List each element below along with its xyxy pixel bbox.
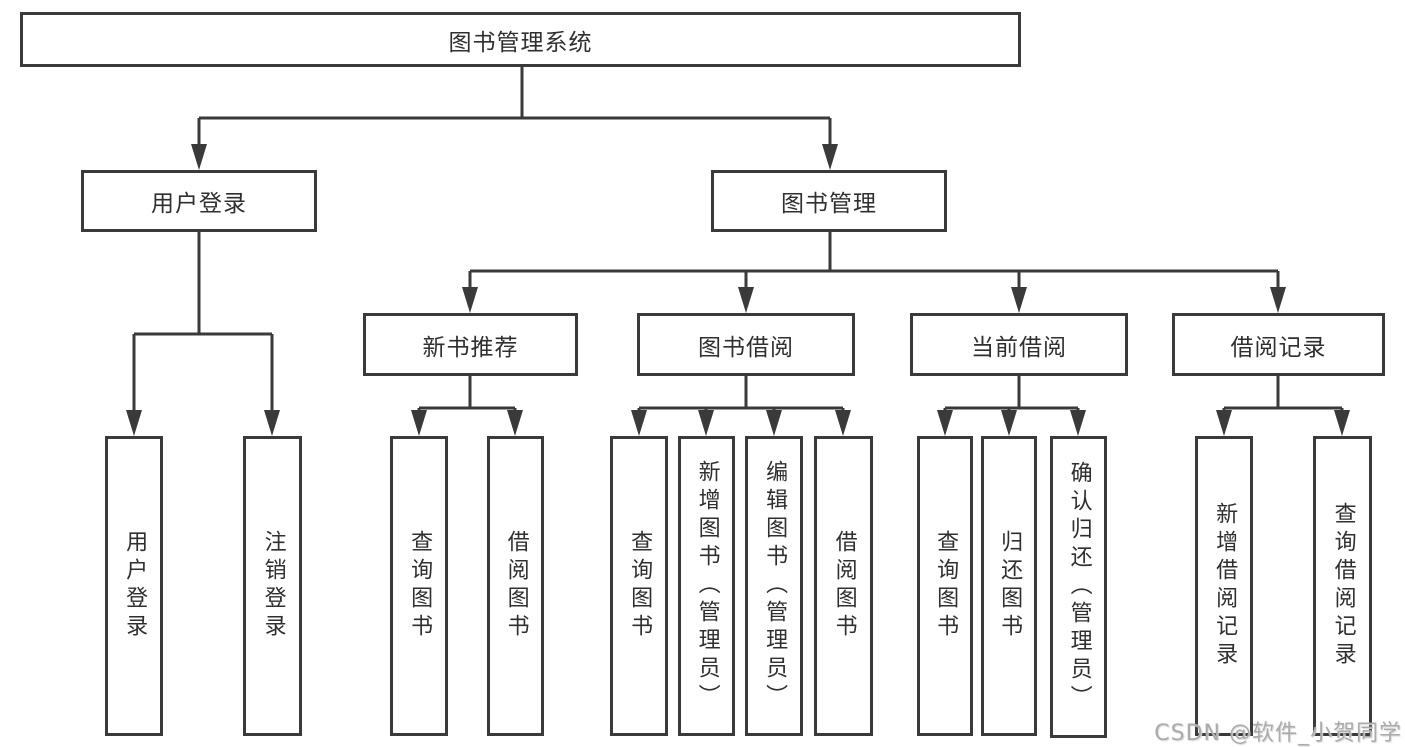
leaf-rec-query-book: 查询图书 — [390, 436, 448, 736]
arrowhead-b2 — [507, 410, 523, 436]
arrowhead-c3 — [766, 410, 782, 436]
node-borrow-record-label: 借阅记录 — [1230, 334, 1327, 361]
leaf-query-borrow-record-label: 查询借阅记录 — [1330, 502, 1356, 670]
arrowhead-c1 — [631, 410, 647, 436]
node-new-book-rec: 新书推荐 — [363, 313, 578, 376]
leaf-borrow-book-label: 借阅图书 — [831, 530, 857, 642]
leaf-confirm-return-admin-label: 确认归还（管理员） — [1066, 461, 1092, 713]
leaf-return-book-label: 归还图书 — [997, 530, 1023, 642]
node-new-book-rec-label: 新书推荐 — [422, 334, 519, 361]
leaf-borrow-query-book-label: 查询图书 — [627, 530, 653, 642]
leaf-borrow-book: 借阅图书 — [814, 436, 873, 736]
leaf-query-borrow-record: 查询借阅记录 — [1313, 436, 1372, 736]
arrowhead-book-borrow — [738, 287, 754, 313]
arrowhead-c4 — [835, 410, 851, 436]
node-user-login-label: 用户登录 — [151, 191, 247, 217]
arrowhead-book-mgmt — [822, 144, 838, 170]
leaf-add-borrow-record: 新增借阅记录 — [1195, 436, 1253, 736]
arrowhead-d1 — [937, 410, 953, 436]
node-root-system: 图书管理系统 — [20, 12, 1021, 67]
arrowhead-b1 — [411, 410, 427, 436]
connector-root-to-level2 — [191, 67, 838, 170]
arrowhead-current-borrow — [1011, 287, 1027, 313]
node-root-label: 图书管理系统 — [448, 29, 593, 56]
arrowhead-c2 — [698, 410, 714, 436]
leaf-rec-borrow-book: 借阅图书 — [487, 436, 544, 736]
leaf-rec-query-book-label: 查询图书 — [407, 530, 433, 642]
node-book-mgmt-label: 图书管理 — [781, 191, 877, 217]
arrowhead-new-book-rec — [462, 287, 478, 313]
arrowhead-borrow-record — [1270, 287, 1286, 313]
node-borrow-record: 借阅记录 — [1172, 313, 1385, 376]
csdn-watermark: CSDN @软件_小贺同学 — [1154, 721, 1402, 746]
node-book-borrow-label: 图书借阅 — [698, 334, 794, 361]
connector-userlogin-to-children — [126, 232, 280, 436]
leaf-rec-borrow-book-label: 借阅图书 — [503, 530, 529, 642]
leaf-add-book-admin-label: 新增图书（管理员） — [694, 460, 720, 712]
connector-bookborrow-to-children — [631, 376, 851, 436]
leaf-confirm-return-admin: 确认归还（管理员） — [1050, 436, 1107, 738]
leaf-current-query-book-label: 查询图书 — [933, 530, 959, 642]
leaf-borrow-query-book: 查询图书 — [610, 436, 668, 736]
connector-borrowrecord-to-children — [1216, 376, 1350, 436]
node-current-borrow-label: 当前借阅 — [971, 334, 1067, 361]
node-book-borrow: 图书借阅 — [637, 313, 855, 376]
connector-currentborrow-to-children — [937, 376, 1086, 436]
leaf-add-borrow-record-label: 新增借阅记录 — [1212, 502, 1238, 670]
node-user-login: 用户登录 — [81, 170, 317, 232]
connector-newbookrec-to-children — [411, 376, 523, 436]
arrowhead-e2 — [1334, 410, 1350, 436]
arrowhead-leaf-logout — [264, 410, 280, 436]
leaf-logout: 注销登录 — [243, 436, 302, 736]
leaf-edit-book-admin: 编辑图书（管理员） — [745, 436, 803, 736]
arrowhead-d2 — [1001, 410, 1017, 436]
arrowhead-user-login — [191, 144, 207, 170]
node-book-mgmt: 图书管理 — [711, 170, 947, 232]
leaf-user-login: 用户登录 — [105, 436, 163, 736]
leaf-add-book-admin: 新增图书（管理员） — [678, 436, 735, 736]
arrowhead-leaf-user-login — [126, 410, 142, 436]
arrowhead-e1 — [1216, 410, 1232, 436]
node-current-borrow: 当前借阅 — [910, 313, 1128, 376]
leaf-return-book: 归还图书 — [981, 436, 1037, 736]
leaf-logout-label: 注销登录 — [260, 530, 286, 642]
leaf-current-query-book: 查询图书 — [917, 436, 973, 736]
leaf-user-login-label: 用户登录 — [122, 530, 148, 642]
connector-bookmgmt-to-level3 — [462, 232, 1286, 313]
arrowhead-d3 — [1070, 410, 1086, 436]
leaf-edit-book-admin-label: 编辑图书（管理员） — [762, 460, 788, 712]
